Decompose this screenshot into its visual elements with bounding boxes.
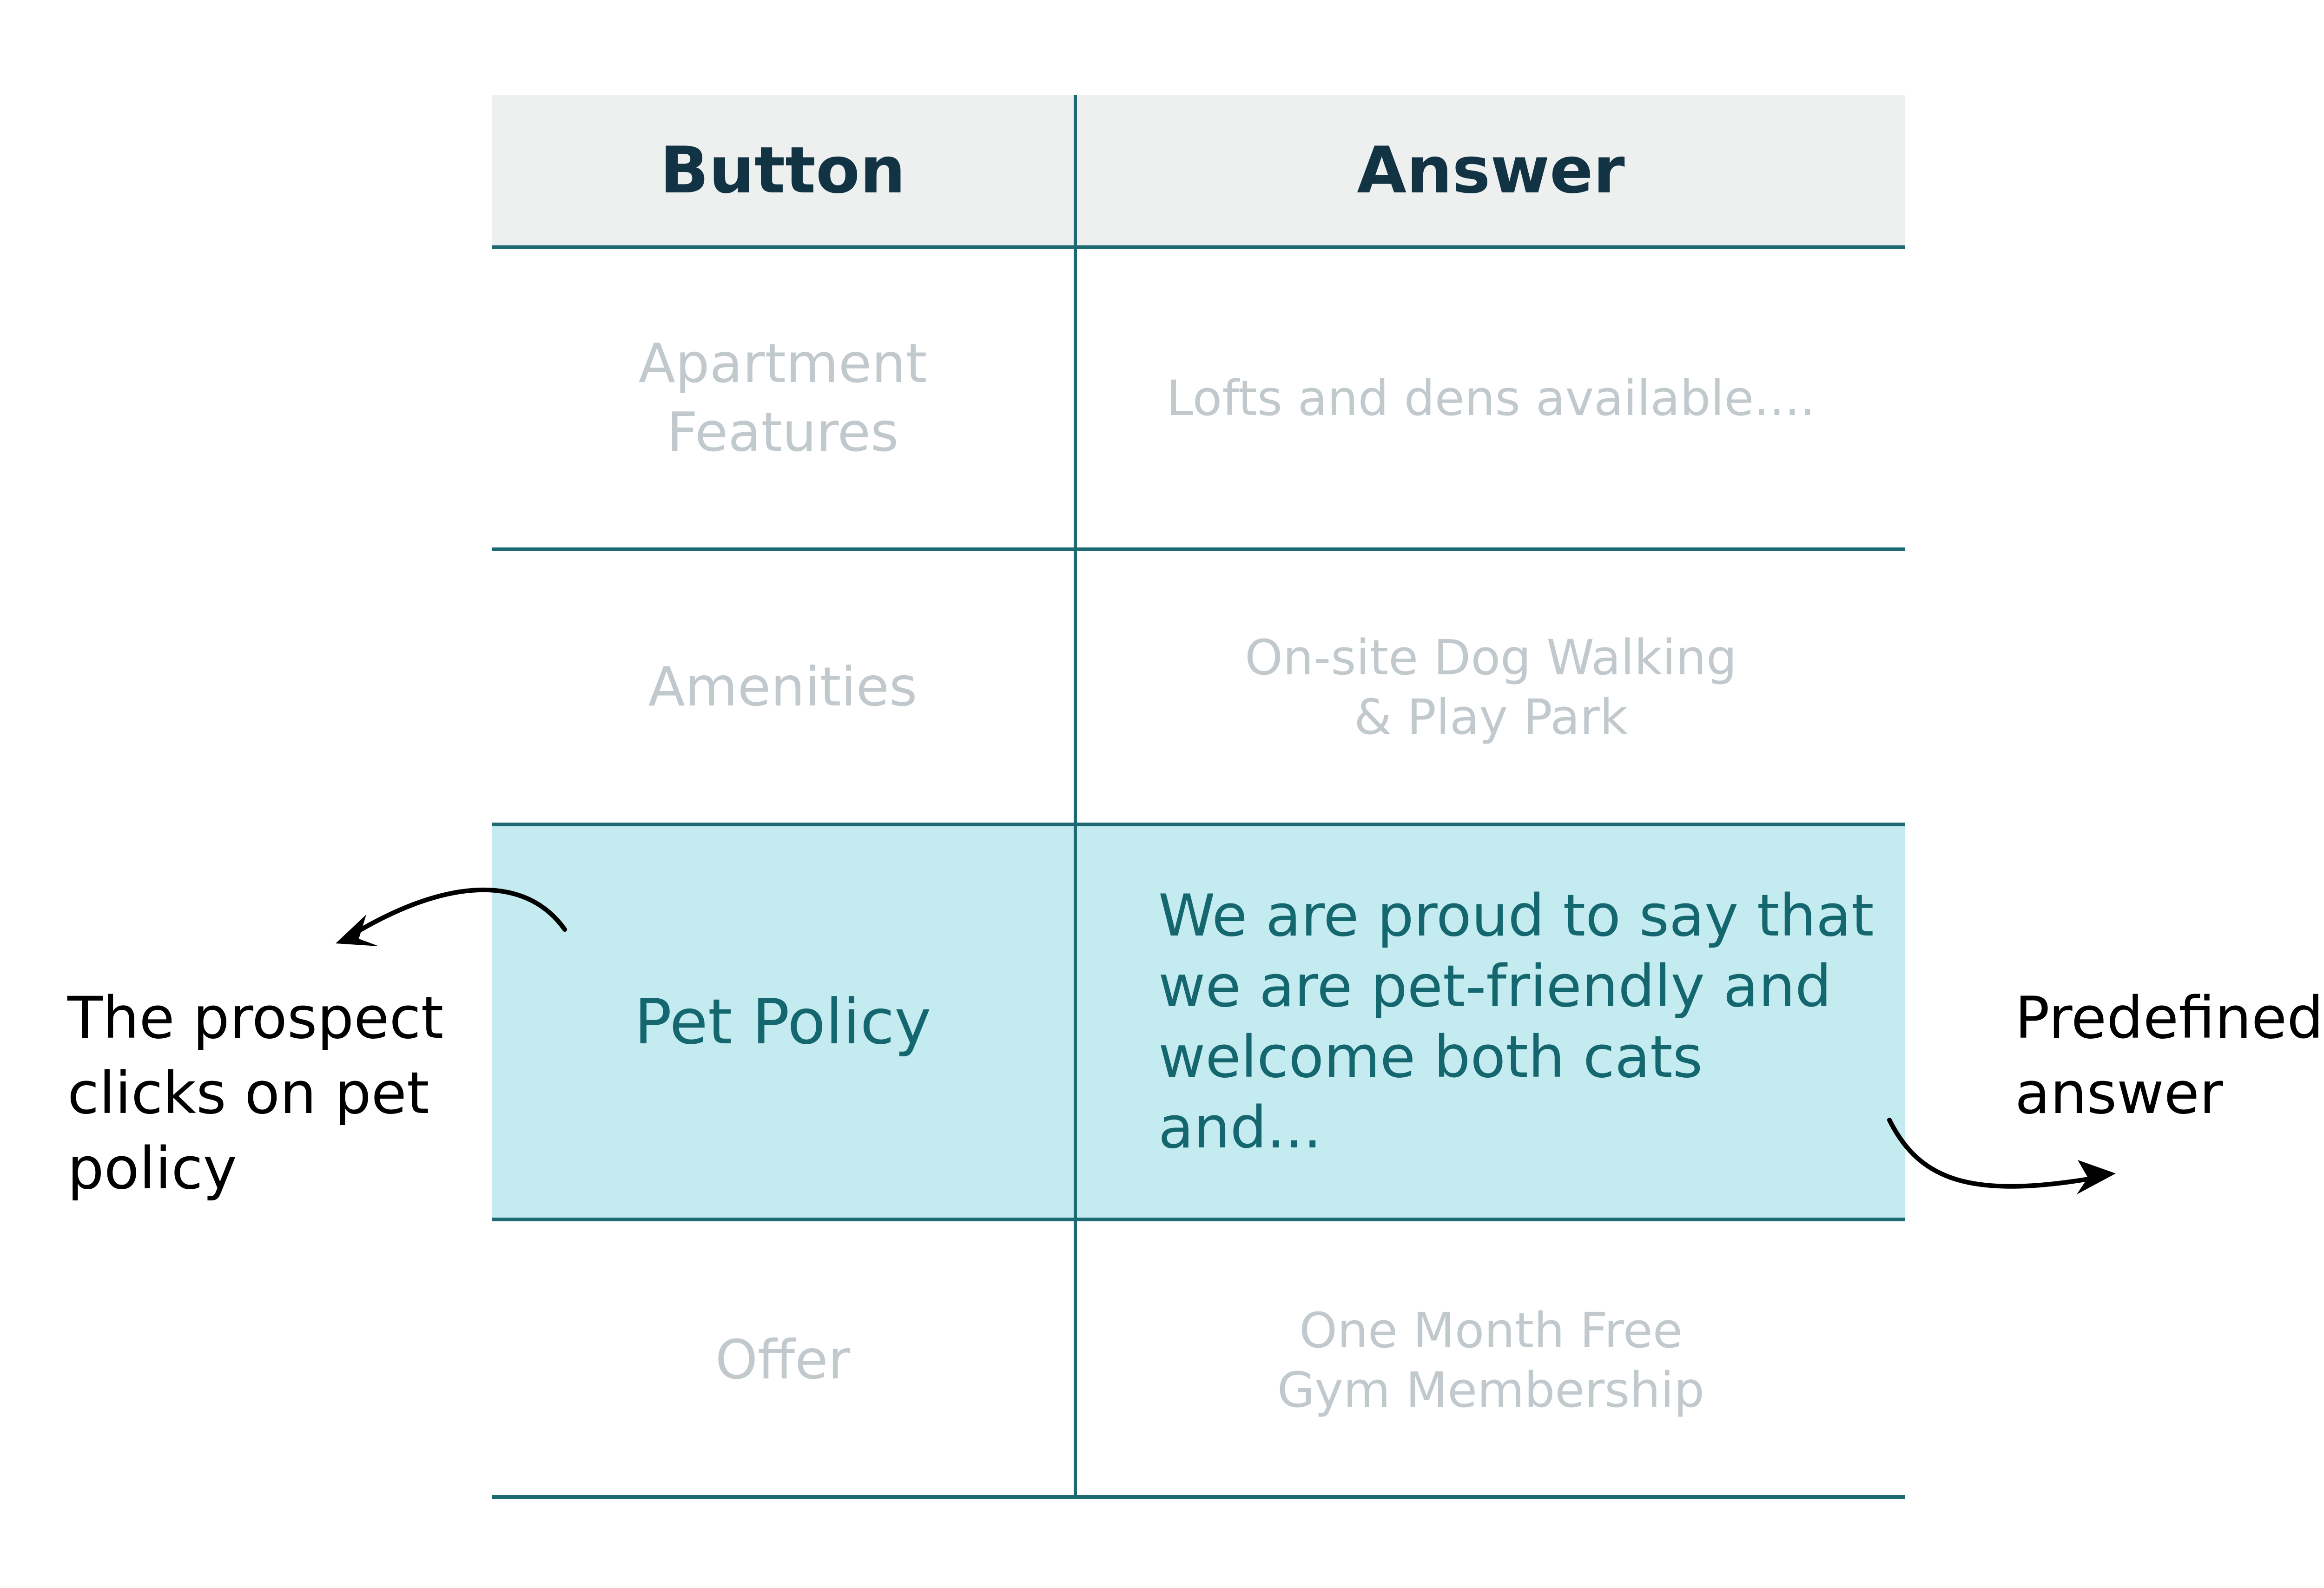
row-apartment-features-button[interactable]: Apartment Features xyxy=(492,249,1074,547)
row-pet-policy-answer: We are proud to say that we are pet-frie… xyxy=(1077,826,1905,1218)
button-label-apartment-features: Apartment Features xyxy=(638,332,927,464)
faq-table: Button Answer Apartment Features Lofts a… xyxy=(492,95,1905,1499)
row-amenities-button[interactable]: Amenities xyxy=(492,551,1074,823)
answer-offer: One Month Free Gym Membership xyxy=(1277,1302,1705,1418)
header-answer: Answer xyxy=(1077,95,1905,245)
row-amenities-answer: On-site Dog Walking & Play Park xyxy=(1077,551,1905,823)
row-divider xyxy=(492,1495,1905,1499)
annotation-prospect-clicks: The prospect clicks on pet policy xyxy=(67,985,444,1202)
row-divider xyxy=(492,1218,1905,1221)
header-answer-label: Answer xyxy=(1357,133,1625,208)
answer-pet-policy: We are proud to say that we are pet-frie… xyxy=(1158,883,1874,1161)
row-offer-answer: One Month Free Gym Membership xyxy=(1077,1221,1905,1499)
button-label-offer: Offer xyxy=(715,1328,851,1391)
row-divider xyxy=(492,245,1905,249)
table-header xyxy=(492,95,1905,245)
answer-amenities: On-site Dog Walking & Play Park xyxy=(1245,629,1737,745)
answer-apartment-features: Lofts and dens available.... xyxy=(1166,370,1816,427)
row-divider xyxy=(492,547,1905,551)
highlighted-row-background xyxy=(492,823,1905,1218)
button-label-pet-policy: Pet Policy xyxy=(634,986,931,1058)
row-divider xyxy=(492,823,1905,826)
row-apartment-features-answer: Lofts and dens available.... xyxy=(1077,249,1905,547)
annotation-predefined-answer: Predefined answer xyxy=(2015,985,2324,1127)
row-pet-policy-button[interactable]: Pet Policy xyxy=(492,826,1074,1218)
column-divider xyxy=(1074,95,1077,1499)
button-label-amenities: Amenities xyxy=(648,655,918,718)
header-button: Button xyxy=(492,95,1074,245)
header-button-label: Button xyxy=(660,133,906,208)
row-offer-button[interactable]: Offer xyxy=(492,1221,1074,1499)
